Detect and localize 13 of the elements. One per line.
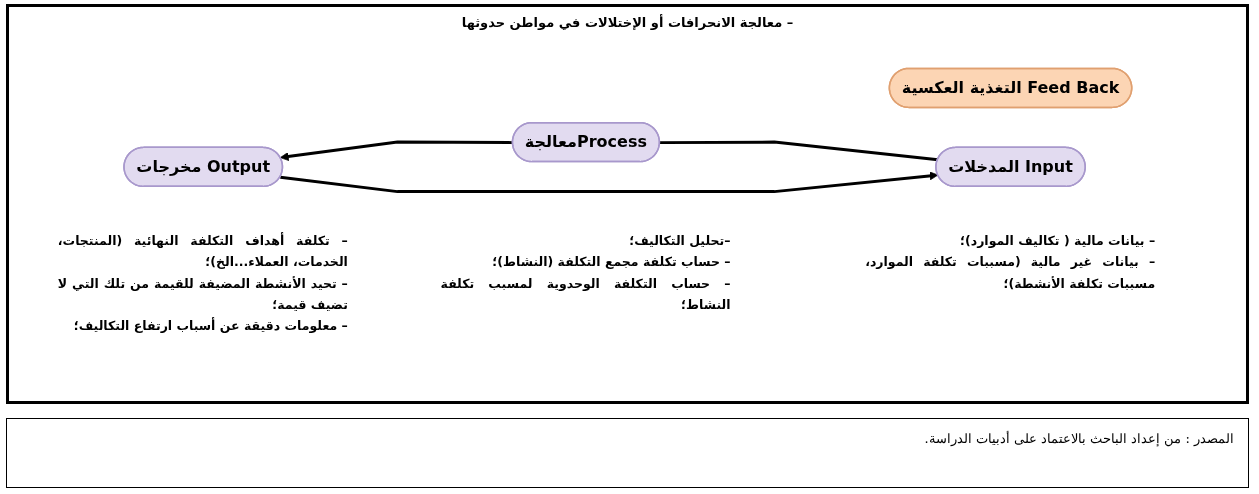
bullet-text: – حساب التكلفة الوحدوية لمسبب تكلفة النشاط؛ [440,274,731,314]
arrow [279,140,513,161]
bullet-text: – حساب تكلفة مجمع التكلفة (النشاط)؛ [491,253,731,272]
connector [659,140,938,162]
bullet-text: – بيانات مالية ( تكاليف الموارد)؛ [959,232,1156,250]
arrow [279,171,938,194]
bullet-text: – تكلفة أهداف التكلفة النهائية (المنتجات، الخدمات، العملاء...الخ)؛ [57,231,348,272]
bullet-text: – تحيد الأنشطة المضيفة للقيمة من تلك التي لا تضيف قيمة؛ [57,274,348,314]
bullet-text: – بيانات غير مالية (مسببات تكلفة الموارد، مسببات تكلفة الأنشطة)؛ [865,253,1156,293]
note-text: – معالجة الانحرافات أو الإختلالات في مواطن حدوثها [461,15,794,30]
bullet-text: –تحليل التكاليف؛ [628,232,731,250]
bullet-text: – معلومات دقيقة عن أسباب ارتفاع التكاليف؛ [72,316,348,335]
caption-text: المصدر : من إعداد الباحث بالاعتماد على أدبيات الدراسة. [6,418,1249,488]
